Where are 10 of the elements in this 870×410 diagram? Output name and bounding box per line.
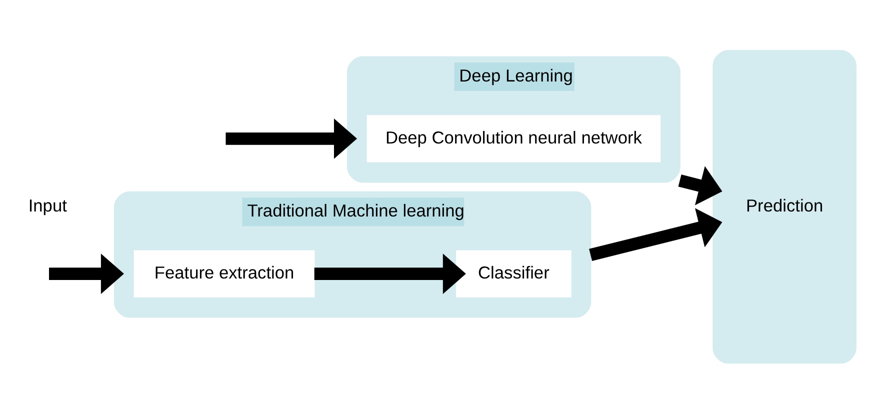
label: Input [28, 195, 67, 216]
node-box: Prediction [712, 50, 856, 364]
arrow [226, 118, 358, 159]
arrow [49, 254, 124, 294]
arrow [589, 208, 722, 261]
node-box: Classifier [456, 250, 572, 298]
node-box: Deep Convolution neural network [366, 115, 661, 162]
arrow [678, 166, 722, 206]
arrow [314, 254, 466, 294]
node-box: Feature extraction [134, 250, 315, 298]
